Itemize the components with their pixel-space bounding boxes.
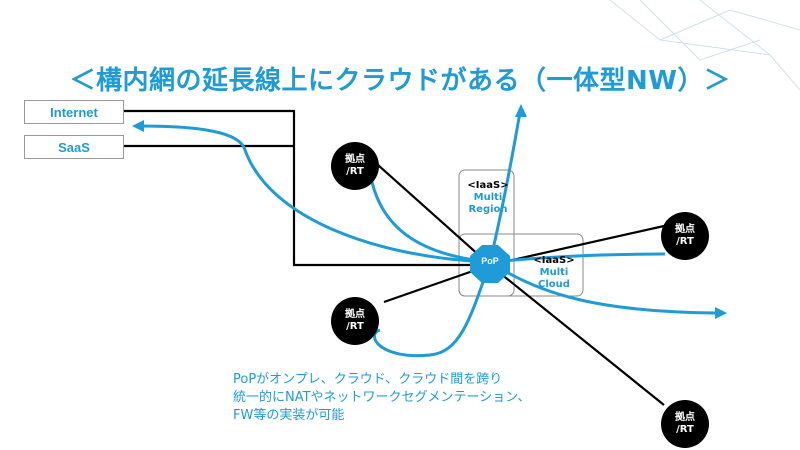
site-router-sub: /RT	[676, 424, 694, 435]
site-router-node: 拠点 /RT	[661, 400, 709, 448]
link-node4	[489, 264, 665, 406]
path-right-upper	[489, 252, 666, 264]
site-router-label: 拠点	[345, 309, 365, 320]
note-line: PoPがオンプレ、クラウド、クラウド間を跨り	[233, 372, 503, 387]
page-title: ＜構内網の延長線上にクラウドがある（一体型NW）＞	[69, 66, 731, 96]
site-router-label: 拠点	[675, 412, 695, 423]
iaas-cloud-tag: <IaaS>	[533, 255, 575, 266]
link-node1	[377, 164, 491, 266]
iaas-cloud-line2: Cloud	[538, 279, 570, 290]
iaas-cloud-label: <IaaS> Multi Cloud	[528, 255, 580, 291]
pop-label: PoP	[481, 256, 499, 266]
note-line: FW等の実装が可能	[233, 408, 345, 423]
pop-octagon-icon	[470, 245, 510, 283]
iaas-region-tag: <IaaS>	[467, 180, 509, 191]
arrow-up-icon	[515, 104, 527, 117]
site-router-node: 拠点 /RT	[661, 212, 709, 260]
site-router-sub: /RT	[346, 321, 364, 332]
site-router-sub: /RT	[346, 166, 364, 177]
wired-links	[122, 109, 665, 406]
saas-label: SaaS	[24, 135, 124, 159]
iaas-region-label: <IaaS> Multi Region	[462, 180, 514, 216]
note-line: 統一的にNATやネットワークセグメンテーション、	[233, 390, 531, 405]
description-note: PoPがオンプレ、クラウド、クラウド間を跨り 統一的にNATやネットワークセグメ…	[233, 371, 531, 425]
iaas-region-line1: Multi	[473, 192, 503, 203]
cloud-paths	[139, 111, 719, 358]
site-router-sub: /RT	[676, 236, 694, 247]
path-node1	[368, 171, 491, 264]
arrow-left-icon	[132, 120, 144, 132]
site-router-label: 拠点	[345, 154, 365, 165]
iaas-cloud-line1: Multi	[539, 267, 569, 278]
arrow-right-icon	[715, 307, 727, 319]
iaas-region-line2: Region	[468, 204, 508, 215]
path-right-lower	[489, 260, 719, 315]
site-router-node: 拠点 /RT	[331, 297, 379, 345]
site-router-node: 拠点 /RT	[331, 142, 379, 190]
site-router-label: 拠点	[675, 224, 695, 235]
path-bottom-loop	[373, 261, 492, 358]
decorative-network	[609, 0, 800, 91]
internet-link	[122, 109, 490, 267]
path-to-saas	[139, 124, 491, 264]
internet-label: Internet	[24, 100, 124, 124]
